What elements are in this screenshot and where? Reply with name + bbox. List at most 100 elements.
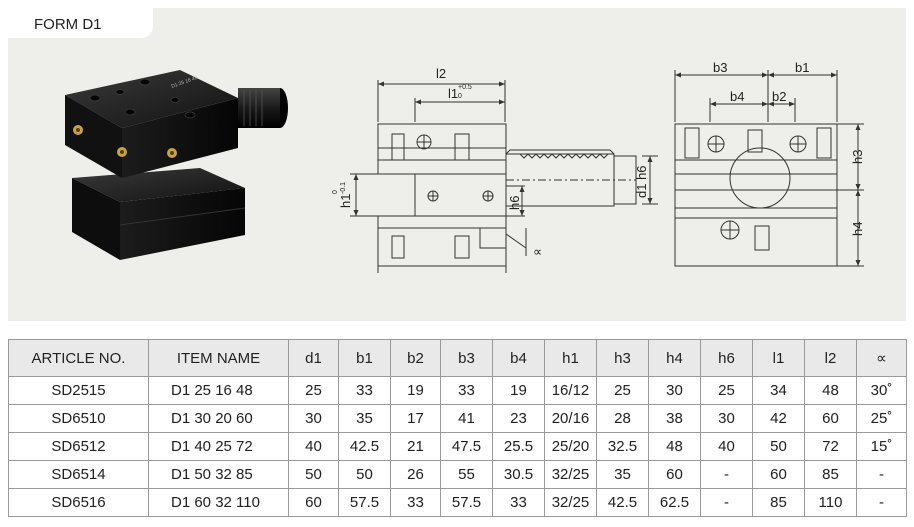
cell-b4: 23 (492, 404, 545, 433)
cell-b3: 55 (440, 460, 493, 489)
cell-h4: 30 (648, 376, 701, 405)
cell-b1: 50 (338, 460, 391, 489)
header-l1: l1 (752, 339, 805, 377)
cell-b2: 19 (390, 376, 441, 405)
label-b1: b1 (795, 60, 809, 75)
cell-alpha: 25˚ (856, 404, 907, 433)
cell-item-name: D1 50 32 85 (148, 460, 289, 489)
header-b2: b2 (390, 339, 441, 377)
cell-b3: 33 (440, 376, 493, 405)
cell-b4: 33 (492, 488, 545, 517)
cell-h6: 30 (700, 404, 753, 433)
cell-h1: 32/25 (544, 460, 597, 489)
label-h1-tol-lower: -0.1 (340, 182, 347, 194)
cell-d1: 25 (288, 376, 339, 405)
cell-item-name: D1 25 16 48 (148, 376, 289, 405)
label-h3: h3 (850, 150, 865, 164)
cell-h3: 32.5 (596, 432, 649, 461)
table-row: SD2515 D1 25 16 48 25 33 19 33 19 16/12 … (8, 376, 907, 405)
form-tab: FORM D1 (8, 8, 153, 38)
header-b4: b4 (492, 339, 545, 377)
cell-alpha: - (856, 460, 907, 489)
cell-h4: 38 (648, 404, 701, 433)
cell-l2: 72 (804, 432, 857, 461)
cell-b4: 19 (492, 376, 545, 405)
form-label: FORM D1 (34, 16, 102, 33)
cell-h1: 20/16 (544, 404, 597, 433)
cell-l2: 48 (804, 376, 857, 405)
header-h6: h6 (700, 339, 753, 377)
cell-article-no: SD2515 (8, 376, 149, 405)
header-article-no: ARTICLE NO. (8, 339, 149, 377)
label-l2: l2 (436, 66, 446, 81)
cell-h4: 62.5 (648, 488, 701, 517)
label-l1-tol-upper: +0.5 (458, 84, 472, 91)
cell-b2: 26 (390, 460, 441, 489)
cell-h1: 32/25 (544, 488, 597, 517)
cell-item-name: D1 60 32 110 (148, 488, 289, 517)
label-b2: b2 (772, 89, 786, 104)
cell-b4: 25.5 (492, 432, 545, 461)
cell-b2: 33 (390, 488, 441, 517)
cell-b1: 57.5 (338, 488, 391, 517)
technical-drawing: l2 l1 +0.5 0 h1 0 -0.1 h6 d1 h6 ∝ b3 b1 … (332, 60, 865, 273)
header-b3: b3 (440, 339, 493, 377)
cell-article-no: SD6516 (8, 488, 149, 517)
header-item-name: ITEM NAME (148, 339, 289, 377)
header-h1: h1 (544, 339, 597, 377)
cell-alpha: - (856, 488, 907, 517)
label-b3: b3 (713, 60, 727, 75)
cell-h6: - (700, 488, 753, 517)
cell-h4: 60 (648, 460, 701, 489)
cell-article-no: SD6510 (8, 404, 149, 433)
cell-l1: 85 (752, 488, 805, 517)
header-h3: h3 (596, 339, 649, 377)
cell-h3: 25 (596, 376, 649, 405)
table-header-row: ARTICLE NO. ITEM NAME d1 b1 b2 b3 b4 h1 … (8, 339, 907, 377)
cell-l2: 85 (804, 460, 857, 489)
cell-h3: 28 (596, 404, 649, 433)
table-row: SD6514 D1 50 32 85 50 50 26 55 30.5 32/2… (8, 460, 907, 489)
cell-d1: 30 (288, 404, 339, 433)
cell-b3: 47.5 (440, 432, 493, 461)
cell-l1: 50 (752, 432, 805, 461)
cell-l1: 34 (752, 376, 805, 405)
cell-article-no: SD6512 (8, 432, 149, 461)
cell-b3: 57.5 (440, 488, 493, 517)
cell-h3: 35 (596, 460, 649, 489)
cell-l2: 110 (804, 488, 857, 517)
label-l1: l1 (448, 86, 458, 101)
cell-item-name: D1 30 20 60 (148, 404, 289, 433)
cell-h6: - (700, 460, 753, 489)
header-b1: b1 (338, 339, 391, 377)
table-row: SD6516 D1 60 32 110 60 57.5 33 57.5 33 3… (8, 488, 907, 517)
cell-alpha: 15˚ (856, 432, 907, 461)
cell-b4: 30.5 (492, 460, 545, 489)
cell-b1: 33 (338, 376, 391, 405)
cell-item-name: D1 40 25 72 (148, 432, 289, 461)
cell-b1: 42.5 (338, 432, 391, 461)
cell-h3: 42.5 (596, 488, 649, 517)
label-h1: h1 (338, 194, 353, 208)
cell-h6: 25 (700, 376, 753, 405)
cell-h1: 25/20 (544, 432, 597, 461)
cell-l1: 42 (752, 404, 805, 433)
label-h4: h4 (850, 222, 865, 236)
cell-b2: 17 (390, 404, 441, 433)
cell-h1: 16/12 (544, 376, 597, 405)
table-row: SD6512 D1 40 25 72 40 42.5 21 47.5 25.5 … (8, 432, 907, 461)
header-h4: h4 (648, 339, 701, 377)
cell-alpha: 30˚ (856, 376, 907, 405)
cell-d1: 50 (288, 460, 339, 489)
cell-l1: 60 (752, 460, 805, 489)
cell-d1: 40 (288, 432, 339, 461)
cell-h4: 48 (648, 432, 701, 461)
table-row: SD6510 D1 30 20 60 30 35 17 41 23 20/16 … (8, 404, 907, 433)
cell-d1: 60 (288, 488, 339, 517)
label-alpha: ∝ (533, 244, 542, 259)
header-d1: d1 (288, 339, 339, 377)
cell-b1: 35 (338, 404, 391, 433)
label-b4: b4 (730, 89, 744, 104)
label-d1h6: d1 h6 (634, 165, 649, 198)
label-h6-small: h6 (507, 196, 522, 210)
